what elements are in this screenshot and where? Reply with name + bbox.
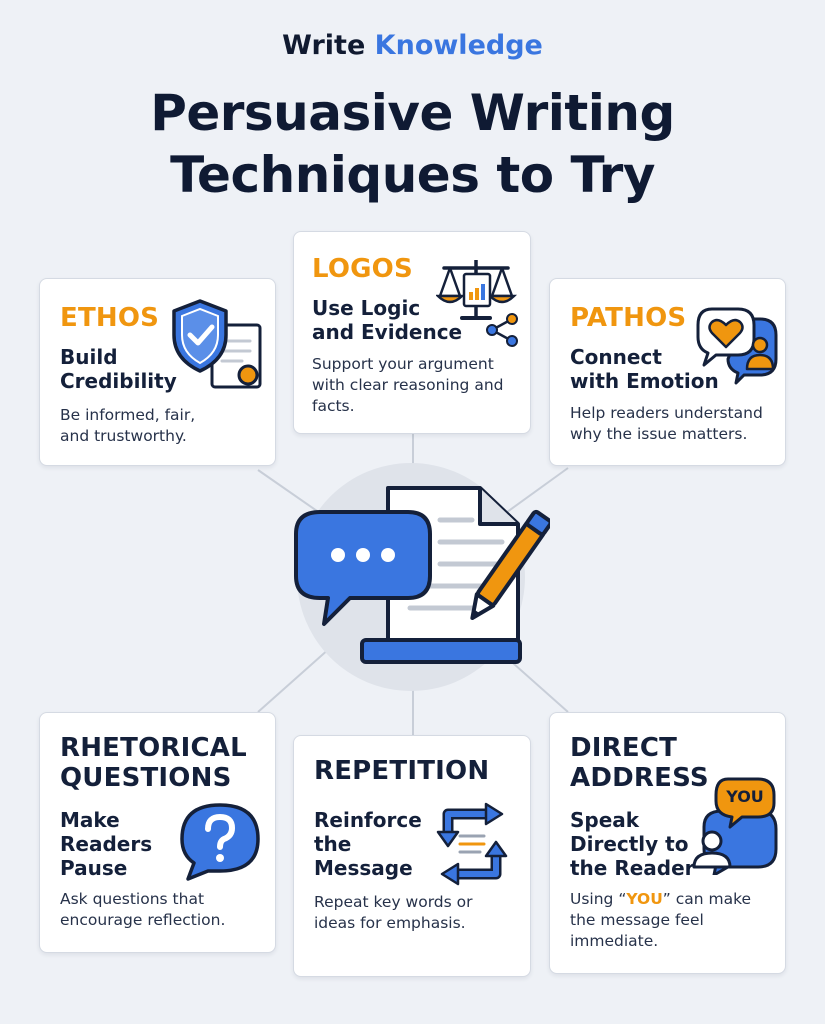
subtitle-line: Message: [314, 856, 413, 880]
card-label: DIRECT ADDRESS: [570, 733, 709, 793]
card-label: PATHOS: [570, 303, 687, 333]
description-line: encourage reflection.: [60, 911, 226, 929]
subtitle-line: Use Logic: [312, 296, 421, 320]
connector-rhetorical: [257, 647, 331, 713]
scale-document-icon: [436, 260, 518, 320]
subtitle-line: with Emotion: [570, 369, 719, 393]
description-line: facts.: [312, 397, 355, 415]
question-bubble-icon: [180, 803, 260, 881]
you-badge-text: YOU: [726, 787, 764, 806]
title-line2: Techniques to Try: [170, 146, 655, 204]
connector-pathos: [495, 467, 569, 521]
card-pathos: PATHOS Connect with Emotion Help readers…: [549, 278, 786, 466]
brand-part2: Knowledge: [374, 30, 543, 61]
description-line: and trustworthy.: [60, 427, 187, 445]
description-line: with clear reasoning and: [312, 376, 504, 394]
card-subtitle: Make Readers Pause: [60, 808, 152, 880]
description-line: the message feel: [570, 911, 704, 929]
subtitle-line: Reinforce: [314, 808, 422, 832]
label-line: ADDRESS: [570, 763, 709, 793]
label-line: RHETORICAL: [60, 733, 247, 763]
subtitle-line: Pause: [60, 856, 128, 880]
subtitle-line: the: [314, 832, 352, 856]
card-logos: LOGOS Use Logic and Evidence Support you…: [293, 231, 531, 434]
subtitle-line: Build: [60, 345, 118, 369]
description-line: immediate.: [570, 932, 659, 950]
subtitle-line: the Reader: [570, 856, 695, 880]
description-line: Help readers understand: [570, 404, 763, 422]
you-chat-icon: YOU: [688, 775, 780, 875]
subtitle-line: Credibility: [60, 369, 177, 393]
person-icon: [692, 830, 732, 869]
subtitle-line: Speak: [570, 808, 640, 832]
subtitle-line: and Evidence: [312, 320, 463, 344]
label-line: DIRECT: [570, 733, 678, 763]
card-label: LOGOS: [312, 254, 413, 284]
you-chat-graphic: [692, 777, 778, 875]
card-label: RHETORICAL QUESTIONS: [60, 733, 247, 793]
description-line: ideas for emphasis.: [314, 914, 466, 932]
you-highlight: YOU: [626, 890, 663, 908]
card-description: Be informed, fair, and trustworthy.: [60, 405, 195, 447]
label-line: QUESTIONS: [60, 763, 232, 793]
card-repetition: REPETITION Reinforce the Message Repeat …: [293, 735, 531, 977]
shield-check-icon: [172, 299, 262, 389]
card-subtitle: Speak Directly to the Reader: [570, 808, 695, 880]
subtitle-line: Connect: [570, 345, 662, 369]
card-description: Repeat key words or ideas for emphasis.: [314, 892, 473, 934]
title-line1: Persuasive Writing: [150, 84, 675, 142]
card-rhetorical-questions: RHETORICAL QUESTIONS Make Readers Pause …: [39, 712, 276, 953]
card-description: Help readers understand why the issue ma…: [570, 403, 763, 445]
card-subtitle: Use Logic and Evidence: [312, 296, 462, 344]
card-description: Using “YOU” can make the message feel im…: [570, 889, 751, 952]
subtitle-line: Readers: [60, 832, 153, 856]
description-line: Repeat key words or: [314, 893, 473, 911]
card-description: Ask questions that encourage reflection.: [60, 889, 225, 931]
card-direct-address: DIRECT ADDRESS Speak Directly to the Rea…: [549, 712, 786, 974]
subtitle-line: Make: [60, 808, 120, 832]
brand-part1: Write: [282, 30, 366, 61]
document-pen-icon: [294, 486, 550, 664]
description-line: why the issue matters.: [570, 425, 748, 443]
subtitle-line: Directly to: [570, 832, 689, 856]
description-line: Be informed, fair,: [60, 406, 196, 424]
card-subtitle: Connect with Emotion: [570, 345, 719, 393]
page-title: Persuasive Writing Techniques to Try: [0, 82, 825, 206]
card-subtitle: Reinforce the Message: [314, 808, 422, 880]
network-icon: [486, 313, 518, 347]
description-line: Support your argument: [312, 355, 494, 373]
brand-logo: Write Knowledge: [0, 30, 825, 61]
heart-chat-icon: [696, 307, 778, 385]
card-ethos: ETHOS Build Credibility Be informed, fai…: [39, 278, 276, 466]
card-subtitle: Build Credibility: [60, 345, 177, 393]
card-label: ETHOS: [60, 303, 160, 333]
description-line: Using “YOU” can make: [570, 890, 752, 908]
cycle-arrows-icon: [436, 802, 508, 886]
card-description: Support your argument with clear reasoni…: [312, 354, 503, 417]
card-label: REPETITION: [314, 756, 490, 786]
person-icon: [745, 336, 775, 371]
description-line: Ask questions that: [60, 890, 205, 908]
